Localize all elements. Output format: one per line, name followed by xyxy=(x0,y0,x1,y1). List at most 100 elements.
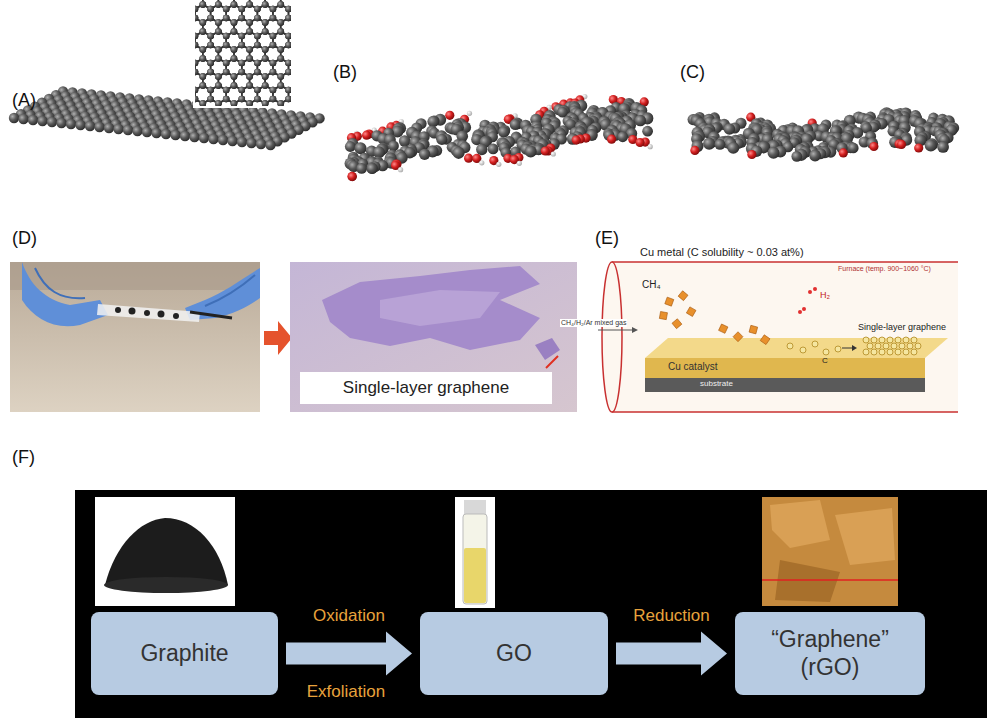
carbon-atom xyxy=(132,126,142,136)
carbon-atom xyxy=(231,82,238,89)
carbon-atom xyxy=(270,87,277,94)
carbon-atom xyxy=(262,28,269,35)
carbon-atom xyxy=(254,33,261,40)
carbon-atom xyxy=(238,42,245,49)
carbon-atom xyxy=(262,1,269,8)
carbon-atom xyxy=(254,69,261,76)
carbon-atom xyxy=(895,349,901,355)
vial-photo xyxy=(455,497,495,608)
carbon-atom xyxy=(231,1,238,8)
carbon-atom xyxy=(277,1,284,8)
carbon-atom xyxy=(238,69,245,76)
carbon-atom xyxy=(254,96,261,103)
carbon-atom xyxy=(207,69,214,76)
carbon-atom xyxy=(285,69,291,76)
carbon-atom xyxy=(215,73,222,80)
carbon-atom xyxy=(510,119,521,130)
carbon-atom xyxy=(238,69,245,76)
carbon-atom xyxy=(215,82,222,89)
edge-label: Exfoliation xyxy=(307,682,385,702)
carbon-atom xyxy=(238,15,245,22)
carbon-atom xyxy=(231,73,238,80)
carbon-atom xyxy=(238,60,245,67)
carbon-atom xyxy=(231,28,238,35)
carbon-atom xyxy=(223,15,230,22)
carbon-atom xyxy=(246,82,253,89)
carbon-atom xyxy=(195,60,198,67)
graphene-oxide-model xyxy=(345,94,654,181)
panel-label: (E) xyxy=(595,228,619,249)
carbon-atom xyxy=(879,337,885,343)
carbon-atom xyxy=(768,147,780,159)
carbon-atom xyxy=(887,349,893,355)
carbon-atom xyxy=(215,1,222,8)
carbon-atom xyxy=(238,96,245,103)
carbon-atom xyxy=(223,6,230,13)
carbon-atom xyxy=(215,55,222,62)
carbon-atom xyxy=(254,42,261,49)
reduced-graphene-oxide-model xyxy=(688,107,960,161)
carbon-atom xyxy=(262,82,269,89)
oxygen-atom xyxy=(607,135,616,144)
carbon-atom xyxy=(199,82,206,89)
carbon-atom xyxy=(270,42,277,49)
carbon-atom xyxy=(270,6,277,13)
carbon-atom xyxy=(189,132,199,142)
carbon-atom xyxy=(215,46,222,53)
process-arrow xyxy=(264,321,292,355)
carbon-atom xyxy=(246,46,253,53)
carbon-atom xyxy=(254,96,261,103)
carbon-atom xyxy=(476,144,487,155)
carbon-atom xyxy=(277,82,284,89)
carbon-atom xyxy=(262,19,269,26)
carbon-atom xyxy=(246,28,253,35)
carbon-atom xyxy=(238,6,245,13)
carbon-atom xyxy=(161,129,171,139)
carbon-atom xyxy=(231,55,238,62)
hydrogen-atom xyxy=(467,111,472,116)
carbon-atom xyxy=(238,87,245,94)
exfoliation-photo xyxy=(10,262,260,412)
carbon-atom xyxy=(223,15,230,22)
species-label: Single-layer graphene xyxy=(858,322,946,332)
carbon-atom xyxy=(262,82,269,89)
species-label: C xyxy=(822,356,828,365)
carbon-atom xyxy=(254,96,261,103)
carbon-atom xyxy=(703,138,715,150)
carbon-atom xyxy=(277,46,284,53)
carbon-atom xyxy=(215,46,222,53)
carbon-atom xyxy=(231,1,238,8)
carbon-atom xyxy=(254,87,261,94)
carbon-atom xyxy=(724,123,736,135)
carbon-atom xyxy=(199,28,206,35)
carbon-atom xyxy=(215,82,222,89)
carbon-atom xyxy=(453,147,465,159)
carbon-atom xyxy=(863,349,869,355)
carbon-atom xyxy=(207,96,214,103)
carbon-atom xyxy=(895,337,901,343)
carbon-atom xyxy=(285,87,291,94)
cvd-furnace xyxy=(598,262,958,412)
carbon-atom xyxy=(207,42,214,49)
carbon-atom xyxy=(199,28,206,35)
carbon-atom xyxy=(231,100,238,106)
carbon-atom xyxy=(356,163,367,174)
carbon-atom xyxy=(254,33,261,40)
carbon-atom xyxy=(617,131,628,142)
carbon-atom xyxy=(635,115,646,126)
oxygen-atom xyxy=(541,146,550,155)
carbon-atom xyxy=(207,42,214,49)
carbon-atom xyxy=(238,33,245,40)
carbon-atom xyxy=(270,69,277,76)
carbon-atom xyxy=(199,28,206,35)
carbon-atom xyxy=(223,6,230,13)
caption-box: Single-layer graphene xyxy=(300,372,552,404)
carbon-atom xyxy=(207,69,214,76)
carbon-atom xyxy=(207,6,214,13)
carbon-atom xyxy=(270,69,277,76)
carbon-atom xyxy=(207,33,214,40)
carbon-atom xyxy=(199,133,209,143)
carbon-atom xyxy=(246,28,253,35)
carbon-atom xyxy=(237,137,247,147)
